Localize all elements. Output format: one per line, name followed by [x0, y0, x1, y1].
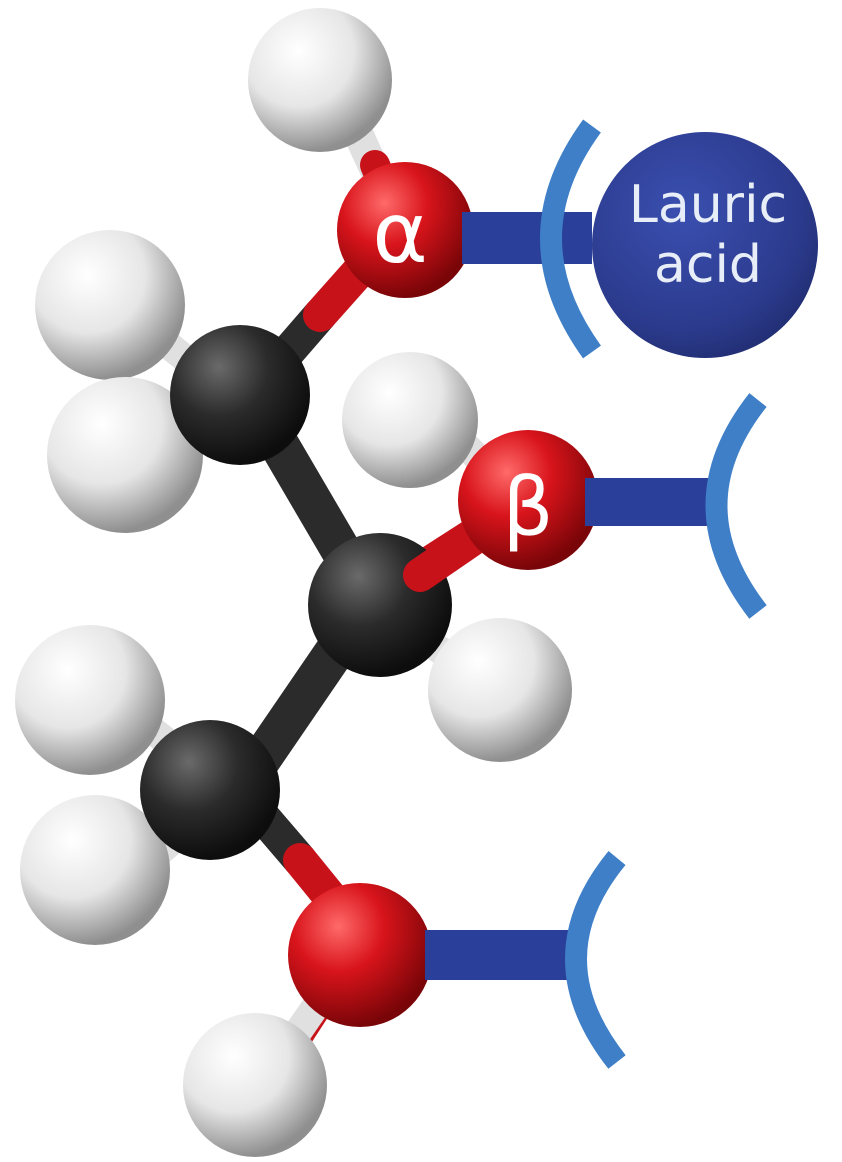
carbon-atom-1	[170, 325, 310, 465]
bracket-beta	[705, 393, 767, 619]
lauric-acid-label-line1: Lauric	[629, 175, 787, 235]
hydrogen-atom-c3-top	[15, 625, 165, 775]
brackets	[540, 119, 767, 1069]
hydrogen-atom-c1-bottom	[47, 377, 203, 533]
carbon-atom-3	[140, 720, 280, 860]
linker-bottom	[425, 930, 575, 980]
hydrogen-atom-obeta	[342, 352, 478, 488]
lauric-acid-circle	[592, 132, 818, 358]
hydrogen-atom-c2	[428, 618, 572, 762]
hydrogen-atom-obottom	[183, 1013, 327, 1157]
hydrogen-atom-c1-top	[35, 230, 185, 380]
lauric-acid-label-line2: acid	[654, 235, 762, 295]
oxygen-atoms	[288, 162, 598, 1027]
bracket-bottom	[565, 851, 626, 1069]
beta-label: β	[502, 461, 553, 554]
bracket-alpha	[540, 119, 601, 359]
hydrogen-atom-oalpha	[248, 8, 392, 152]
linker-beta	[585, 478, 720, 526]
hydrogen-atom-c3-bottom	[20, 795, 170, 945]
hydrogen-atoms	[15, 8, 572, 1157]
oxygen-atom-beta	[458, 430, 598, 570]
linkers	[425, 212, 720, 980]
linker-alpha	[462, 212, 592, 264]
oxygen-atom-bottom	[288, 883, 432, 1027]
oxygen-atom-alpha	[337, 162, 473, 298]
alpha-label: α	[372, 184, 427, 282]
